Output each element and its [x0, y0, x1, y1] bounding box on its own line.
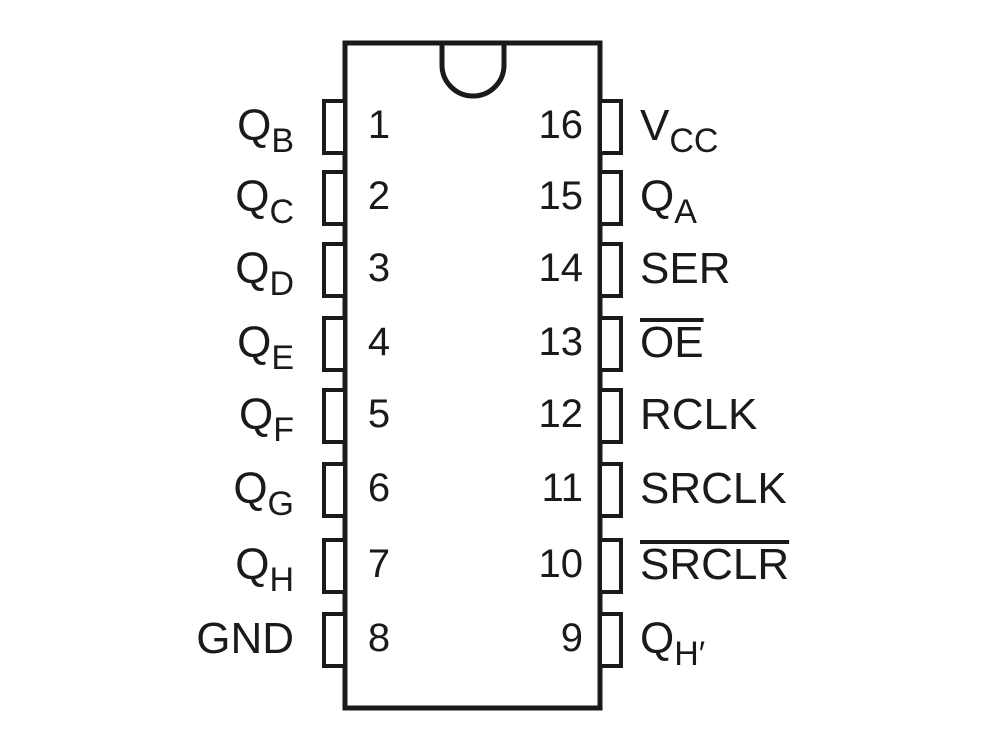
- pin-5: 5 QF: [239, 388, 390, 449]
- pin-number: 1: [368, 103, 390, 147]
- pin-number: 11: [541, 466, 583, 510]
- pin-lead: [598, 99, 623, 155]
- pin-number: 13: [539, 320, 584, 364]
- pin-lead: [322, 170, 347, 226]
- pin-number: 3: [368, 246, 390, 290]
- pin-label-name: Q: [239, 390, 273, 439]
- pin-7: 7 QH: [235, 538, 390, 599]
- pin-lead: [322, 99, 347, 155]
- pin-label-name: Q: [640, 172, 674, 221]
- pin-lead: [322, 388, 347, 444]
- pin-label-subscript: E: [271, 339, 294, 377]
- pin-label-name: SRCLR: [640, 540, 789, 589]
- pin-label: QC: [235, 172, 294, 231]
- pin-lead: [322, 612, 347, 668]
- pin-label: SER: [640, 244, 730, 293]
- pin-label-name: Q: [235, 172, 269, 221]
- pin-number: 12: [539, 392, 584, 436]
- pin-label: QE: [237, 318, 294, 377]
- chip-body: [342, 40, 603, 711]
- pin-lead: [598, 316, 623, 372]
- pin-number: 10: [539, 542, 584, 586]
- pin-lead: [322, 316, 347, 372]
- pin-number: 9: [561, 616, 583, 660]
- pin-lead: [598, 612, 623, 668]
- pin-label-name: SER: [640, 244, 730, 293]
- pin-lead: [322, 538, 347, 594]
- pin-number: 6: [368, 466, 390, 510]
- pin-2: 2 QC: [235, 170, 390, 231]
- pin-number: 2: [368, 174, 390, 218]
- pin-label: OE: [640, 318, 704, 367]
- pin-label-name: Q: [237, 318, 271, 367]
- pin-14: 14 SER: [539, 242, 730, 298]
- pin-label-subscript: CC: [669, 122, 718, 160]
- pin-label: QH′: [640, 614, 705, 673]
- pin-label-name: OE: [640, 318, 704, 367]
- pin-label-subscript: B: [271, 122, 294, 160]
- pin-9: 9 QH′: [561, 612, 705, 673]
- pin-13: 13 OE: [539, 316, 704, 372]
- pin-lead: [598, 462, 623, 518]
- pin-lead: [598, 242, 623, 298]
- pin-label: QA: [640, 172, 697, 231]
- pin-6: 6 QG: [233, 462, 390, 523]
- pin-label: RCLK: [640, 390, 757, 439]
- pin-3: 3 QD: [235, 242, 390, 303]
- pin-label-subscript: A: [674, 193, 697, 231]
- pin-label-name: Q: [235, 244, 269, 293]
- pin-number: 4: [368, 320, 390, 364]
- pin-label-name: Q: [235, 540, 269, 589]
- pin-lead: [598, 538, 623, 594]
- pin-lead: [322, 462, 347, 518]
- pin-15: 15 QA: [539, 170, 697, 231]
- pin-label-subscript: H′: [674, 635, 705, 673]
- pin-label: SRCLR: [640, 540, 789, 589]
- pin-number: 14: [539, 246, 584, 290]
- pin-label: SRCLK: [640, 464, 787, 513]
- pin-16: 16 VCC: [539, 99, 718, 160]
- pin-11: 11 SRCLK: [541, 462, 787, 518]
- pin-label: QF: [239, 390, 294, 449]
- pin-label: QD: [235, 244, 294, 303]
- pin-8: 8 GND: [196, 612, 390, 668]
- pin-4: 4 QE: [237, 316, 390, 377]
- pin-number: 15: [539, 174, 584, 218]
- pin-label-name: Q: [640, 614, 674, 663]
- pin-label-name: SRCLK: [640, 464, 787, 513]
- pin-lead: [598, 388, 623, 444]
- pin-label: QG: [233, 464, 294, 523]
- pin-number: 7: [368, 542, 390, 586]
- pin-label-name: GND: [196, 614, 294, 663]
- pin-label-subscript: D: [269, 265, 294, 303]
- pin-12: 12 RCLK: [539, 388, 757, 444]
- pin-label-name: Q: [233, 464, 267, 513]
- pin-label-subscript: C: [269, 193, 294, 231]
- pin-10: 10 SRCLR: [539, 538, 790, 594]
- pin-label-subscript: H: [269, 561, 294, 599]
- pin-lead: [598, 170, 623, 226]
- pin-number: 16: [539, 103, 584, 147]
- pin-label-name: Q: [237, 101, 271, 150]
- pin-label-name: RCLK: [640, 390, 757, 439]
- pin-label: GND: [196, 614, 294, 663]
- pin-lead: [322, 242, 347, 298]
- pin-number: 8: [368, 616, 390, 660]
- pin-number: 5: [368, 392, 390, 436]
- pin-label-subscript: F: [273, 411, 294, 449]
- pin-label-name: V: [640, 101, 670, 150]
- pin-label: QB: [237, 101, 294, 160]
- orientation-notch-icon: [439, 43, 507, 99]
- pin-label: VCC: [640, 101, 718, 160]
- pin-1: 1 QB: [237, 99, 390, 160]
- pin-label: QH: [235, 540, 294, 599]
- pin-label-subscript: G: [268, 485, 294, 523]
